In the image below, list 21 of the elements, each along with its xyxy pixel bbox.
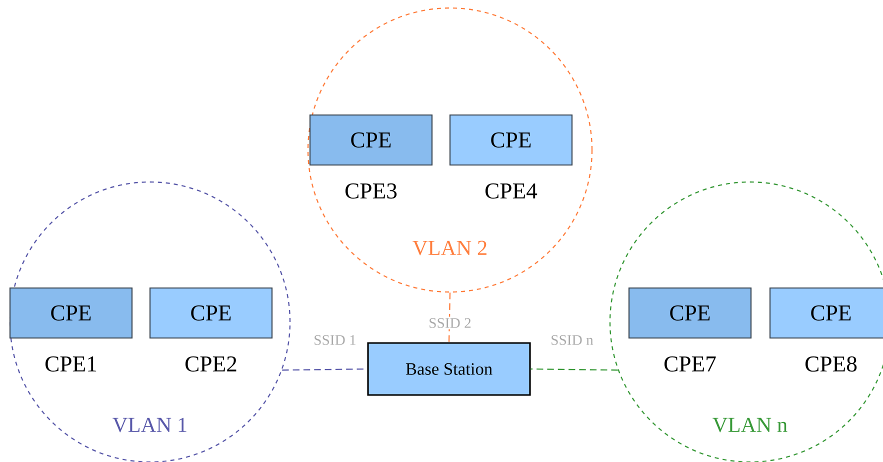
device-box: CPE (628, 287, 752, 339)
connector-line (530, 368, 618, 371)
device-label: CPE1 (45, 356, 96, 372)
edge-label: SSID 2 (427, 316, 473, 330)
device-label: CPE4 (485, 183, 538, 199)
edge-label: SSID n (549, 334, 595, 346)
device-label: CPE7 (664, 356, 716, 372)
group-label: VLAN n (712, 418, 788, 432)
group-label: VLAN 2 (412, 240, 486, 256)
connector-line (448, 292, 451, 342)
device-box: CPE (449, 114, 573, 166)
device-label: CPE3 (345, 183, 397, 199)
device-box: CPE (309, 114, 433, 166)
device-box: CPE (769, 287, 883, 339)
device-label: CPE2 (185, 356, 236, 372)
edge-label: SSID 1 (312, 334, 358, 346)
device-box: CPE (9, 287, 133, 339)
base-station-box: Base Station (367, 342, 531, 396)
group-label: VLAN 1 (112, 418, 186, 432)
device-label: CPE8 (805, 356, 857, 372)
device-box: CPE (149, 287, 273, 339)
